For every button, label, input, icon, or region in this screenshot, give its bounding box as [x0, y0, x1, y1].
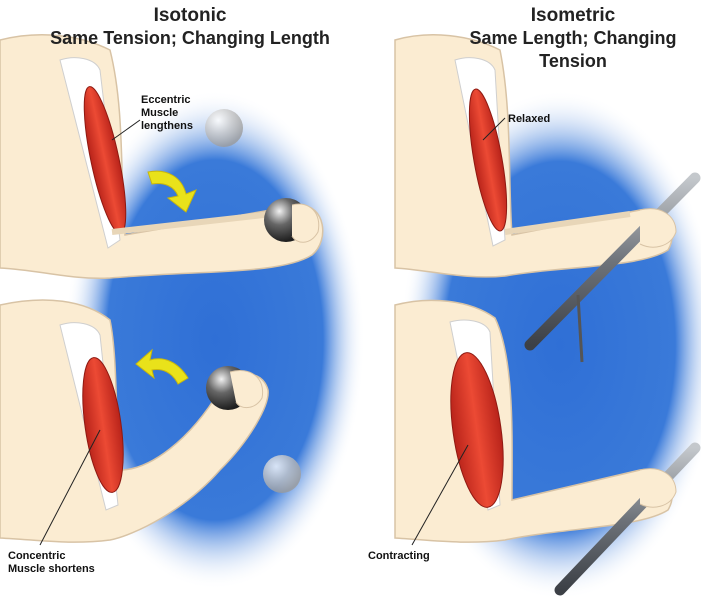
- relaxed-label: Relaxed: [508, 113, 550, 126]
- contracting-label: Contracting: [368, 550, 430, 563]
- isotonic-title: Isotonic: [40, 4, 340, 27]
- isometric-title: Isometric: [438, 4, 701, 27]
- isometric-title-block: Isometric Same Length; Changing Tension: [438, 4, 701, 73]
- weight-ghost-top: [205, 109, 243, 147]
- weight-ghost-bottom: [263, 455, 301, 493]
- isotonic-title-block: Isotonic Same Tension; Changing Length: [40, 4, 340, 50]
- concentric-label: Concentric Muscle shortens: [8, 550, 95, 576]
- eccentric-label: Eccentric Muscle lengthens: [141, 94, 193, 133]
- isometric-subtitle: Same Length; Changing Tension: [438, 27, 701, 73]
- isotonic-subtitle: Same Tension; Changing Length: [40, 27, 340, 50]
